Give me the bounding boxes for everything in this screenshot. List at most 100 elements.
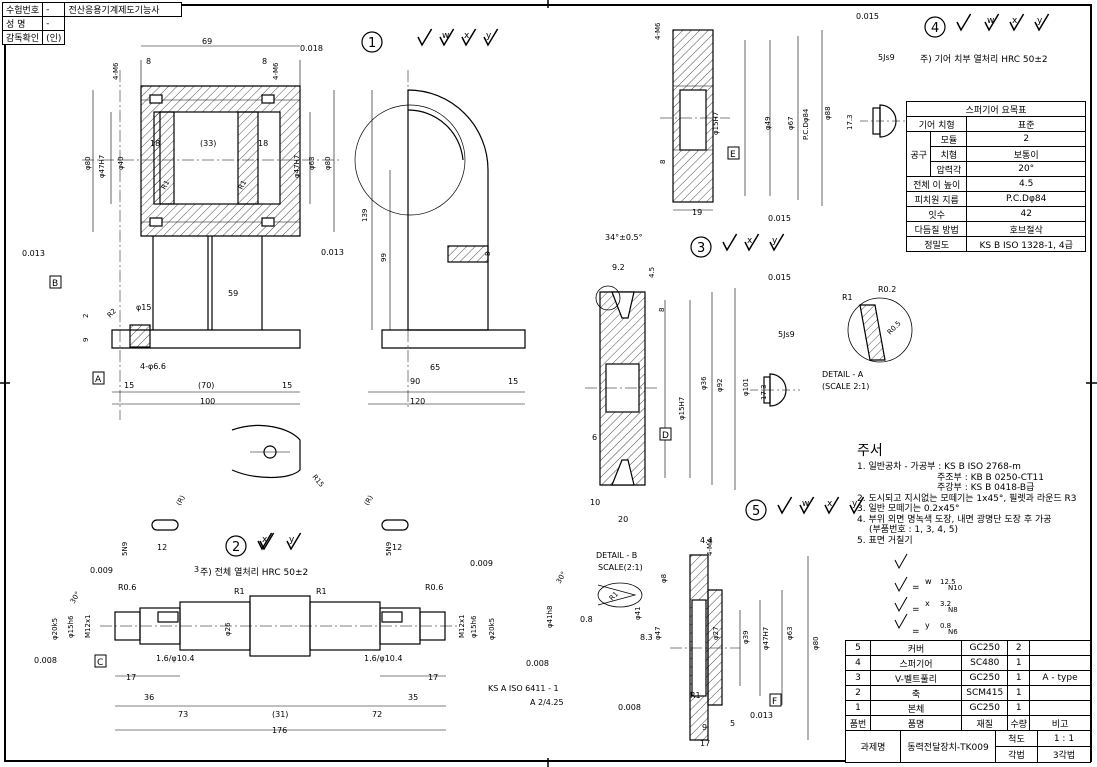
note-line: 4. 부위 외면 명녹색 도장, 내면 광명단 도장 후 가공 <box>857 514 1052 525</box>
dimension-text: 17.3 <box>846 114 854 130</box>
scale-value: 1 : 1 <box>1036 730 1092 747</box>
dimension-text: φ92 <box>716 378 724 392</box>
bom-no: 3 <box>845 670 871 686</box>
angle-value: 3각법 <box>1036 746 1092 763</box>
bom-name: 본체 <box>870 700 962 716</box>
dimension-text: 139 <box>361 209 369 222</box>
roughness-grade: N6 <box>948 628 958 636</box>
dimension-text: DETAIL - A <box>822 370 864 379</box>
dimension-text: φ101 <box>742 378 750 396</box>
dimension-text: 30° <box>69 590 82 605</box>
dimension-text: 18 <box>258 139 268 148</box>
body-front-section <box>82 45 340 420</box>
spec-value: 표준 <box>966 116 1086 132</box>
dimension-text: 99 <box>380 253 388 262</box>
dimension-text: 12 <box>392 543 402 552</box>
roughness-letter: w <box>802 499 809 509</box>
dimension-text: 59 <box>228 289 238 298</box>
bom-material: SC480 <box>960 655 1009 671</box>
datum-box <box>92 371 105 385</box>
gear-keyway-view <box>860 104 910 138</box>
body-side-view <box>354 70 526 410</box>
dimension-text: 4.5 <box>648 267 656 278</box>
dimension-text: 4.4 <box>700 536 713 545</box>
surface-roughness-icon <box>769 233 785 252</box>
roughness-letter: w <box>442 31 449 41</box>
spec-sublabel: 모듈 <box>930 131 968 147</box>
dimension-text: φ63 <box>786 626 794 640</box>
dimension-text: φ39 <box>742 630 750 644</box>
dimension-text: 0.015 <box>768 273 791 282</box>
dimension-text: (R) <box>175 494 187 507</box>
bom-qty: 1 <box>1007 685 1030 701</box>
dimension-text: 9 <box>702 723 707 732</box>
dimension-text: 1.6/φ10.4 <box>156 654 195 663</box>
note-line: 주강부 : KS B 0418-B급 <box>937 483 1035 493</box>
dimension-text: φ47H7 <box>293 155 301 178</box>
dimension-text: A 2/4.25 <box>530 698 564 707</box>
dimension-text: φ20k5 <box>488 618 496 640</box>
dimension-text: P.C.Dφ84 <box>802 108 810 140</box>
bom-remark <box>1029 640 1091 656</box>
dimension-text: φ15 <box>136 303 151 312</box>
roughness-letter: y <box>289 535 295 545</box>
roughness-value: 0.8 <box>940 622 951 630</box>
surface-roughness-icon <box>984 13 1000 32</box>
roughness-letter: x <box>262 535 268 545</box>
dimension-text: 1.6/φ10.4 <box>364 654 403 663</box>
spec-value: 42 <box>966 206 1086 222</box>
view-note: 주) 전체 열처리 HRC 50±2 <box>200 566 308 578</box>
bom-qty: 1 <box>1007 655 1030 671</box>
spec-label: 공구 <box>905 131 932 177</box>
datum-letter: B <box>52 279 58 289</box>
detail-a-view <box>847 297 913 363</box>
surface-roughness-icon <box>483 28 499 47</box>
bom-qty: 1 <box>1007 700 1030 716</box>
dimension-text: φ88 <box>824 106 832 120</box>
pulley-section <box>585 285 736 490</box>
spec-label: 전체 이 높이 <box>905 176 968 192</box>
dimension-text: 8 <box>658 308 666 312</box>
pulley-keyway-view <box>750 373 800 407</box>
title-block: 과제명 동력전달장치-TK009 척도 1 : 1 각법 3각법 <box>845 730 1092 763</box>
dimension-text: φ49 <box>764 116 772 130</box>
dimension-text: (70) <box>198 381 214 390</box>
spec-sublabel: 압력각 <box>930 161 968 177</box>
dimension-text: (33) <box>200 139 216 148</box>
surface-roughness-icon <box>417 28 433 47</box>
dimension-text: φ80 <box>84 156 92 170</box>
dimension-text: 8 <box>146 57 151 66</box>
body-detail-view <box>231 424 301 479</box>
dimension-text: φ80 <box>324 156 332 170</box>
roughness-letter: y <box>925 621 930 630</box>
examinee-header: 수험번호-전산응용기계제도기능사 성 명- 감독확인(인) <box>1 2 183 45</box>
note-line: (부품번호 : 1, 3, 4, 5) <box>869 525 958 535</box>
dimension-text: 35 <box>408 693 418 702</box>
scale-label: 척도 <box>995 730 1038 747</box>
datum-letter: D <box>662 431 669 441</box>
note-line: 주조부 : KB B 0250-CT11 <box>937 472 1044 483</box>
datum-box <box>727 146 740 160</box>
dimension-text: R1 <box>237 179 249 191</box>
surface-roughness-icon <box>1009 13 1025 32</box>
roughness-letter: x <box>925 599 930 608</box>
dimension-text: 5N9 <box>121 542 129 556</box>
view-balloon-number: 1 <box>368 36 376 51</box>
dimension-text: 0.008 <box>618 703 641 712</box>
roughness-letter: y <box>772 236 778 246</box>
dimension-text: 9.2 <box>612 263 625 272</box>
surface-roughness-icon <box>439 28 455 47</box>
title-label: 과제명 <box>845 730 901 763</box>
dimension-text: φ40 <box>117 156 125 170</box>
view-balloon <box>361 31 383 53</box>
datum-box <box>94 654 107 668</box>
header-title: 전산응용기계제도기능사 <box>64 2 183 17</box>
dimension-text: 15 <box>282 381 292 390</box>
spec-value: 보통이 <box>966 146 1086 162</box>
spec-value: P.C.Dφ84 <box>966 191 1086 207</box>
